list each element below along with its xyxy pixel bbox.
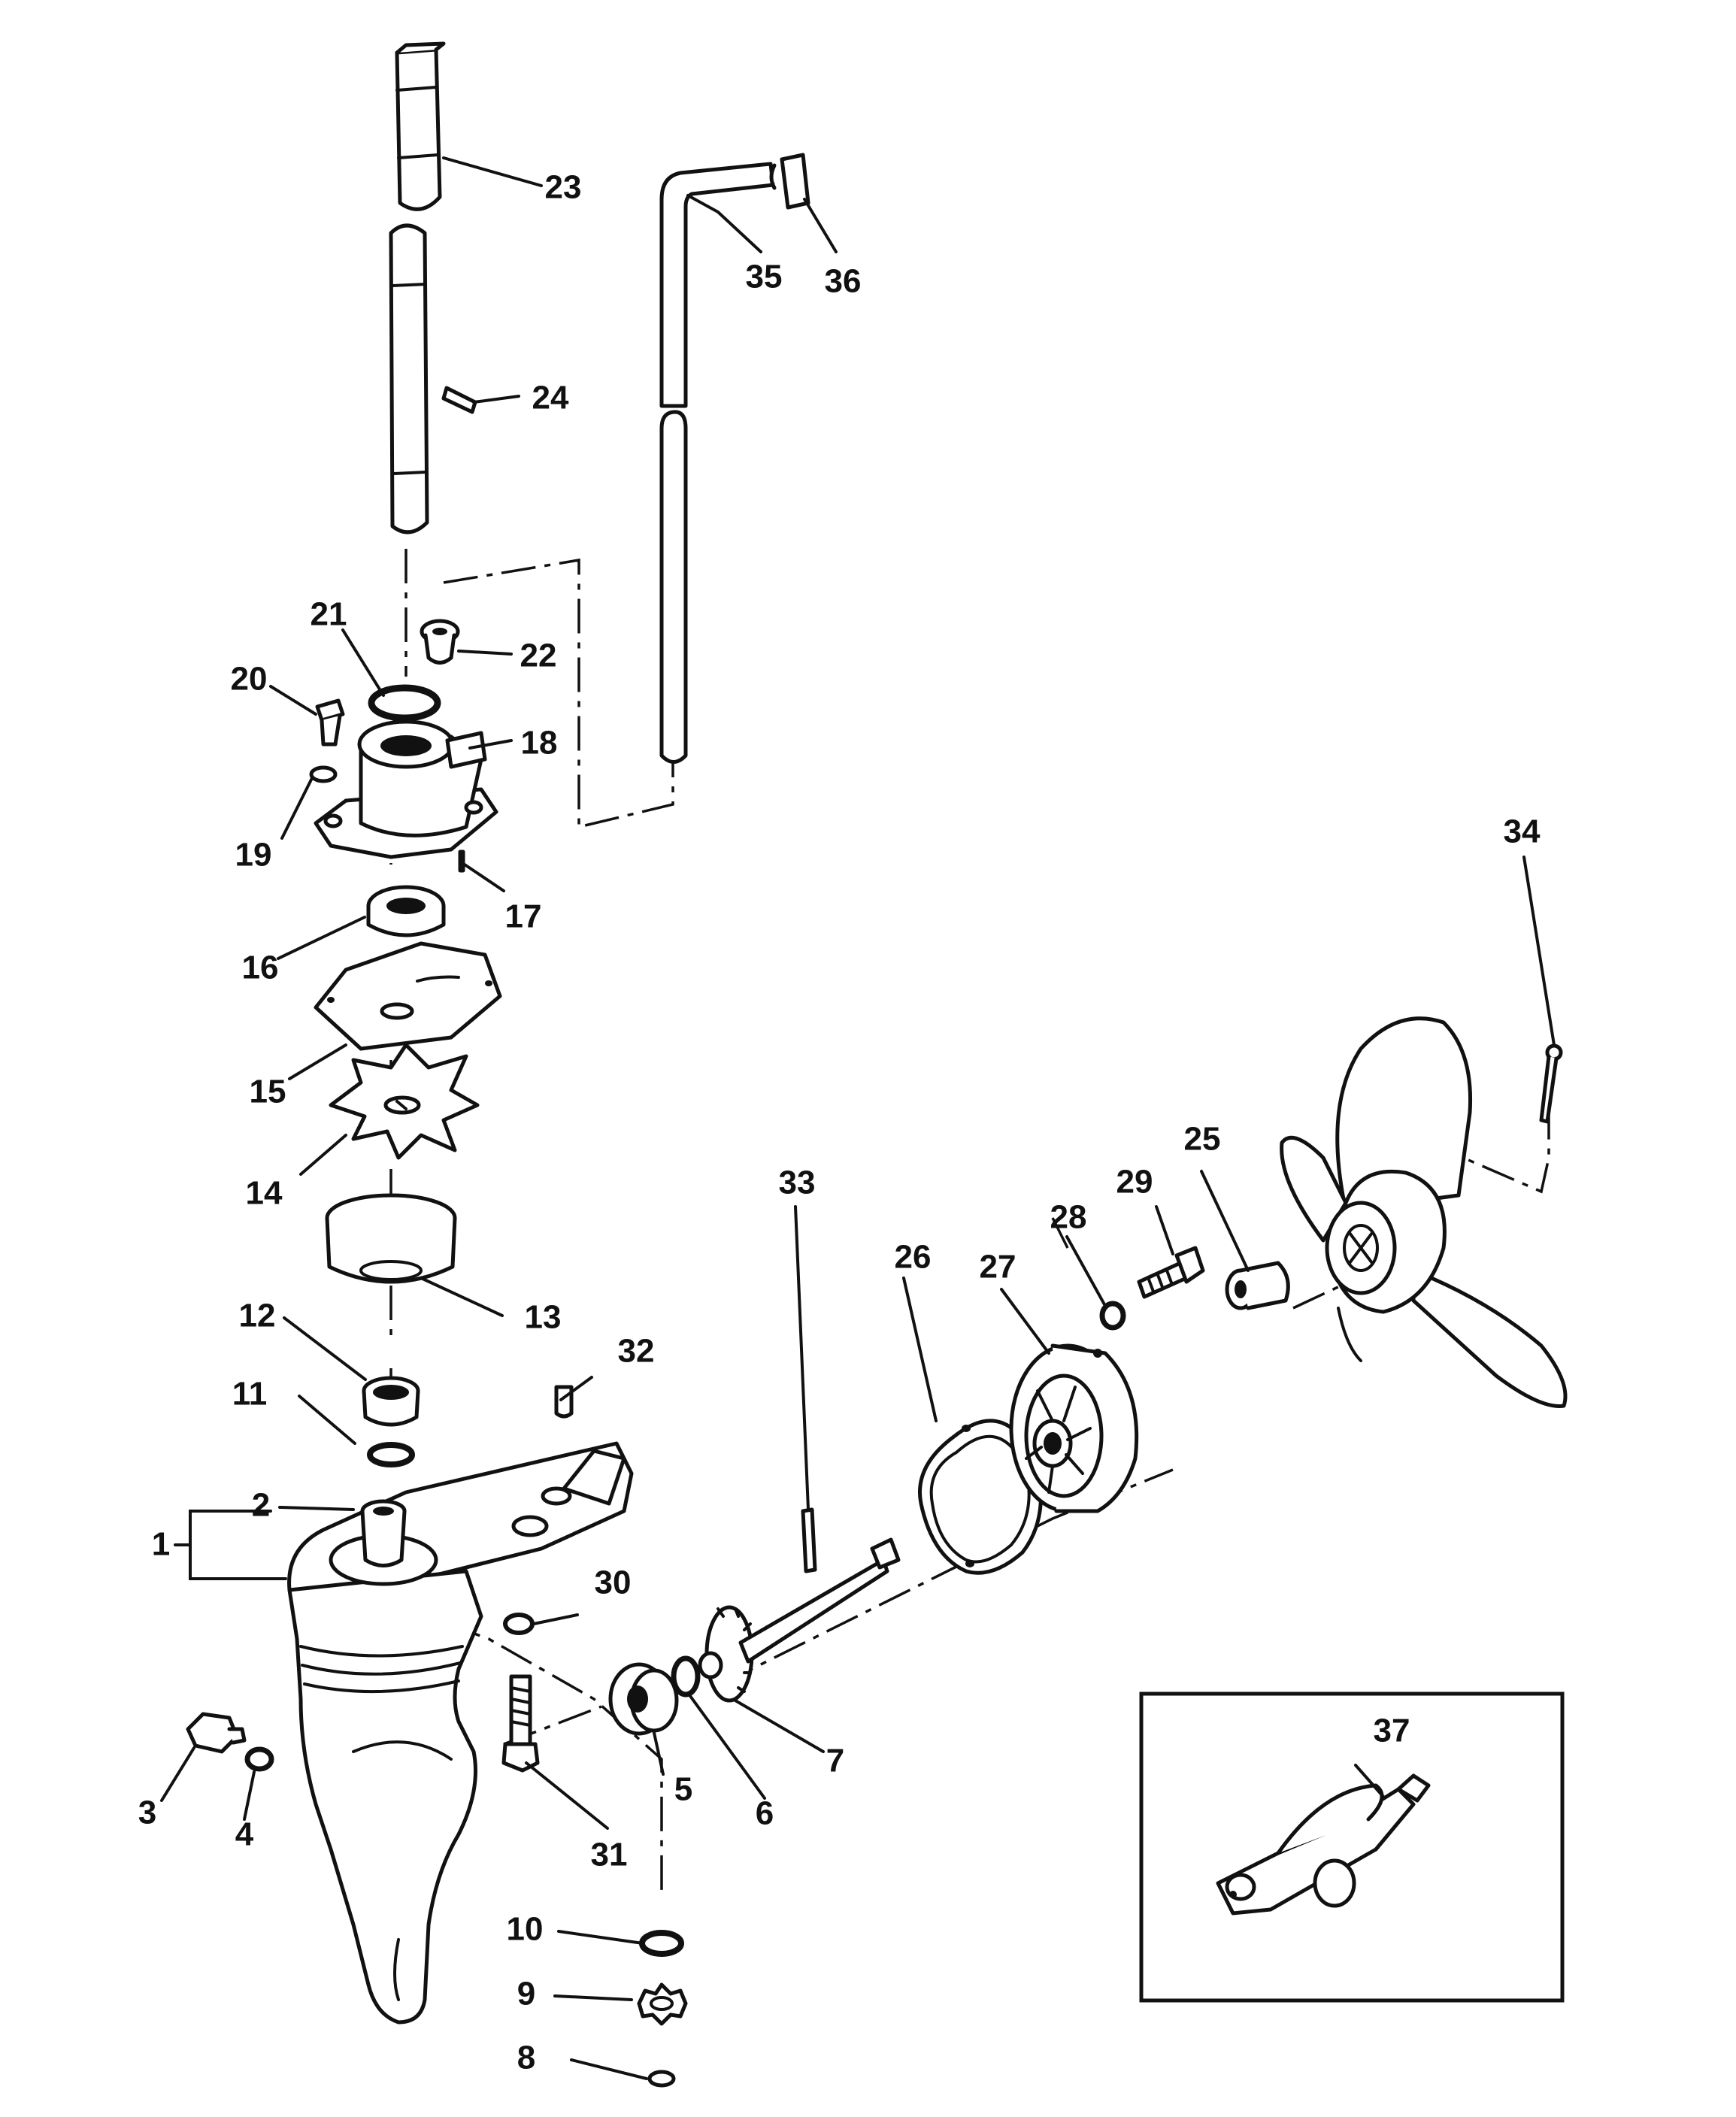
water-pump-housing [314,719,498,859]
callout-22: 22 [520,638,557,674]
gear-washer [671,1655,701,1698]
bolt-washer [1099,1301,1126,1331]
callout-34: 34 [1504,813,1541,850]
callout-1: 1 [152,1526,170,1563]
callout-5: 5 [674,1771,692,1808]
callout-30: 30 [595,1564,632,1601]
nut [503,1613,535,1635]
impeller [329,1043,480,1160]
shear-pin [801,1507,817,1573]
cotter-pin [1539,1043,1563,1124]
castle-nut [637,1982,688,2026]
callout-35: 35 [746,259,783,295]
thrust-washer [367,1442,415,1467]
propeller-bushing [1225,1261,1290,1310]
driveshaft-upper [389,41,477,535]
face-plate [314,941,502,1051]
gear-housing [287,1441,634,2025]
callout-29: 29 [1116,1164,1153,1201]
callout-32: 32 [618,1333,655,1370]
dowel-pin [458,850,465,873]
inset-box [1139,1691,1565,2003]
propeller-shaft-gear [698,1537,901,1703]
callout-9: 9 [517,1976,535,2013]
bolt [501,1674,540,1773]
seal [366,885,446,937]
impeller-insert [325,1193,457,1284]
tab-washer [639,1930,684,1957]
water-tube [659,153,810,764]
callout-27: 27 [980,1249,1016,1286]
inset-part [1216,1773,1431,1916]
plug-gasket [244,1746,274,1772]
ball-bearing [608,1662,679,1736]
callout-24: 24 [532,380,569,416]
callout-20: 20 [231,661,268,698]
callout-10: 10 [507,1911,544,1948]
callout-31: 31 [591,1837,628,1873]
callout-12: 12 [239,1298,276,1334]
cover-gasket [918,1419,1043,1575]
callout-36: 36 [825,263,862,300]
callout-11: 11 [232,1376,268,1413]
bearing [362,1376,420,1427]
washer [309,765,338,783]
callout-37: 37 [1374,1713,1410,1749]
callout-26: 26 [895,1239,932,1276]
screw [315,698,345,747]
callout-8: 8 [517,2040,535,2076]
propeller [1280,1016,1568,1408]
callout-15: 15 [250,1074,286,1110]
callout-17: 17 [505,898,542,935]
callout-4: 4 [235,1816,254,1853]
callout-13: 13 [525,1299,562,1336]
cover-bolt [1137,1246,1205,1299]
locating-pin [554,1385,574,1419]
callout-28: 28 [1050,1199,1087,1236]
callout-3: 3 [138,1794,156,1831]
callout-7: 7 [826,1743,844,1779]
callout-16: 16 [242,949,279,986]
callout-18: 18 [521,725,558,762]
driveshaft-bushing [360,1499,407,1567]
leader-lines [160,156,1556,2080]
callout-labels: 1 2 3 4 5 6 7 8 9 10 11 12 13 14 15 16 1… [138,169,1541,2076]
callout-6: 6 [756,1795,774,1832]
callout-33: 33 [779,1165,816,1201]
drain-plug [186,1712,247,1754]
grommet [420,619,460,665]
callout-2: 2 [252,1487,270,1524]
o-ring [368,684,441,722]
gear-housing-cover [1009,1343,1139,1513]
callout-21: 21 [311,596,347,633]
retaining-ring [647,2070,676,2088]
callout-25: 25 [1184,1121,1221,1158]
callout-14: 14 [246,1175,283,1212]
callout-23: 23 [545,169,582,206]
callout-19: 19 [235,837,272,874]
